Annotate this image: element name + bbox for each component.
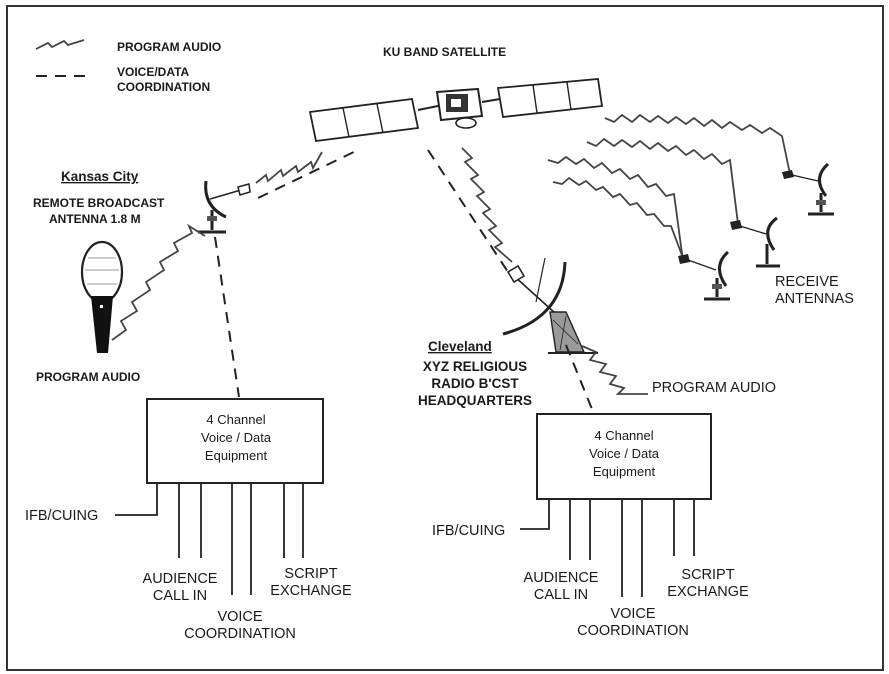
cleveland-line-3: HEADQUARTERS — [418, 393, 532, 408]
satellite-label: KU BAND SATELLITE — [383, 45, 506, 59]
cleveland-downlink-coordination — [566, 345, 594, 414]
satellite-right-solar-panel — [498, 79, 602, 117]
receive-antenna-1-icon — [782, 164, 834, 214]
remote-broadcast-antenna-icon — [198, 181, 250, 232]
right-voice-label-2: COORDINATION — [577, 623, 689, 639]
kansas-city-uplink-coordination — [258, 150, 358, 198]
left-ifb-label: IFB/CUING — [25, 508, 98, 524]
receive-antenna-3-icon — [678, 252, 730, 299]
receive-antennas-label-2: ANTENNAS — [775, 291, 854, 307]
kansas-city-uplink-audio — [256, 152, 322, 183]
cleveland-uplink-audio — [462, 148, 512, 262]
legend: PROGRAM AUDIO VOICE/DATA COORDINATION — [36, 40, 221, 94]
left-equipment-unit: 4 Channel Voice / Data Equipment IFB/CUI… — [25, 399, 352, 642]
left-box-line-1: 4 Channel — [206, 412, 265, 427]
left-audience-label-1: AUDIENCE — [143, 571, 218, 587]
left-audience-label-2: CALL IN — [153, 588, 207, 604]
left-ifb-line — [115, 483, 157, 515]
cleveland-line-2: RADIO B'CST — [431, 376, 519, 391]
receive-link-2 — [587, 139, 738, 224]
right-box-line-1: 4 Channel — [594, 428, 653, 443]
left-voice-label-2: COORDINATION — [184, 626, 296, 642]
cleveland-uplink-coordination — [428, 150, 508, 272]
left-box-line-2: Voice / Data — [201, 430, 272, 445]
remote-broadcast-label-1: REMOTE BROADCAST — [33, 196, 165, 210]
receive-antennas: RECEIVE ANTENNAS — [548, 115, 854, 307]
cleveland-line-1: XYZ RELIGIOUS — [423, 359, 527, 374]
legend-program-audio-symbol — [36, 40, 84, 49]
right-equipment-unit: 4 Channel Voice / Data Equipment IFB/CUI… — [432, 414, 749, 639]
right-ifb-label: IFB/CUING — [432, 523, 505, 539]
receive-link-3 — [548, 157, 683, 261]
satellite-body — [418, 89, 500, 128]
left-script-label-1: SCRIPT — [284, 566, 337, 582]
left-script-label-2: EXCHANGE — [270, 583, 352, 599]
cleveland-label: Cleveland — [428, 339, 492, 354]
cleveland-program-audio-label: PROGRAM AUDIO — [652, 380, 776, 396]
receive-link-4 — [553, 178, 683, 258]
left-box-line-3: Equipment — [205, 448, 268, 463]
right-box-line-3: Equipment — [593, 464, 656, 479]
right-script-label-2: EXCHANGE — [667, 584, 749, 600]
ku-band-satellite: KU BAND SATELLITE — [310, 45, 602, 141]
kansas-city-downlink-coordination — [215, 237, 239, 397]
legend-voice-data-label-1: VOICE/DATA — [117, 65, 190, 79]
satellite-left-solar-panel — [310, 99, 418, 141]
receive-antennas-label-1: RECEIVE — [775, 274, 839, 290]
right-audience-label-2: CALL IN — [534, 587, 588, 603]
legend-voice-data-label-2: COORDINATION — [117, 80, 210, 94]
kansas-city-label: Kansas City — [61, 169, 139, 184]
receive-link-1 — [605, 115, 790, 174]
right-voice-label-1: VOICE — [610, 606, 655, 622]
kansas-city-program-audio-label: PROGRAM AUDIO — [36, 370, 140, 384]
right-script-label-1: SCRIPT — [681, 567, 734, 583]
right-ifb-line — [520, 499, 549, 529]
receive-antenna-2-icon — [730, 218, 780, 266]
cleveland-dish-icon — [503, 258, 598, 353]
right-box-line-2: Voice / Data — [589, 446, 660, 461]
microphone-to-antenna-audio — [112, 226, 205, 340]
remote-broadcast-label-2: ANTENNA 1.8 M — [49, 212, 141, 226]
kansas-city-site: Kansas City REMOTE BROADCAST ANTENNA 1.8… — [33, 150, 358, 397]
right-audience-label-1: AUDIENCE — [524, 570, 599, 586]
legend-program-audio-label: PROGRAM AUDIO — [117, 40, 221, 54]
left-voice-label-1: VOICE — [217, 609, 262, 625]
